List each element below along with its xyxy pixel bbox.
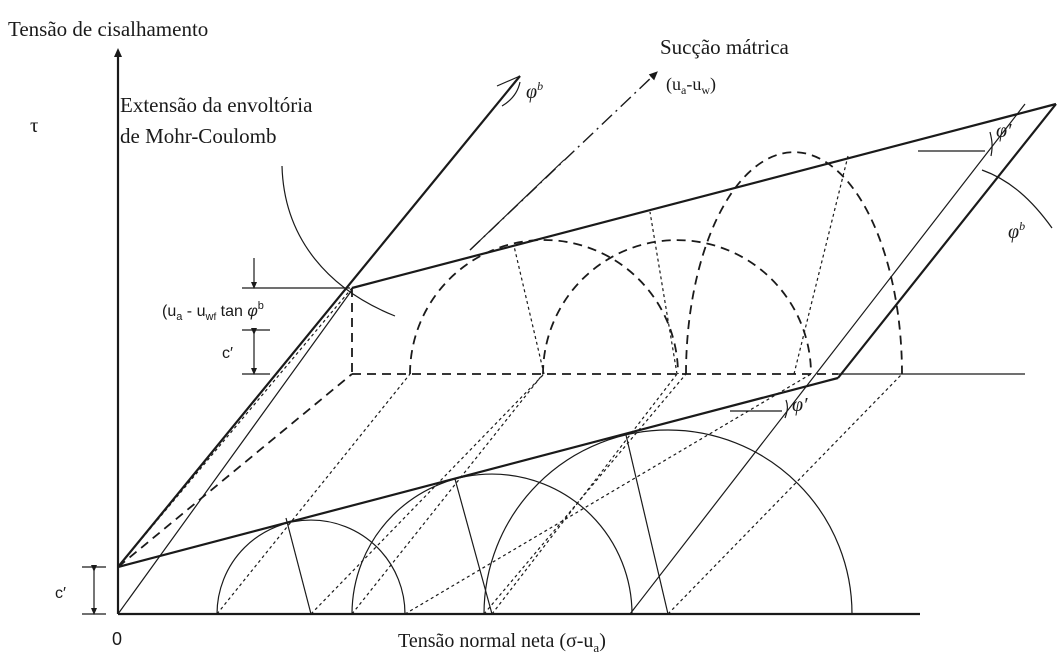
extension-label-line1: Extensão da envoltória (120, 93, 313, 117)
c-prime-lower-label: c′ (55, 585, 66, 602)
lower-mohr-circle-1 (216, 519, 406, 615)
x-axis-title: Tensão normal neta (σ-ua) (398, 630, 606, 655)
matric-suction-title: Sucção mátrica (660, 35, 790, 59)
c-prime-upper-label: c′ (222, 345, 233, 362)
upper-mohr-circle-3 (685, 151, 903, 375)
phi-b-angle-mark-top (496, 75, 521, 107)
dashed-phi-b-projection (117, 373, 353, 568)
matric-suction-axis (469, 71, 658, 251)
projection-3 (667, 373, 903, 615)
upper-radius-2 (649, 211, 678, 375)
phi-b-edge (117, 75, 521, 568)
phi-b-label-right: φb (1008, 219, 1025, 243)
lower-radius-2 (454, 478, 493, 615)
projection-5 (351, 373, 544, 615)
lower-radius-3 (625, 434, 669, 615)
y-axis-title: Tensão de cisalhamento (8, 17, 208, 41)
origin-label: 0 (112, 629, 122, 649)
projection-1 (310, 373, 545, 615)
phi-b-origin-line (117, 289, 353, 615)
matric-suction-expression: (ua-uw) (666, 74, 716, 97)
lower-envelope (117, 376, 839, 569)
suction-intercept-label: (ua - uwf tan φb (162, 300, 264, 323)
phi-prime-label-lower: φ′ (792, 394, 808, 416)
lower-mohr-circle-2 (351, 473, 633, 615)
upper-envelope (351, 102, 1057, 290)
lower-plane-right-edge (837, 103, 1057, 379)
lower-mohr-circle-3 (483, 429, 853, 615)
tau-label: τ (30, 113, 38, 137)
projection-7 (404, 373, 812, 615)
upper-plane-crossing (469, 159, 565, 251)
extension-pointer (281, 165, 396, 317)
phi-b-angle-mark-right (981, 169, 1053, 229)
phi-prime-label-upper: φ′ (996, 120, 1012, 142)
upper-radius-3 (793, 155, 849, 375)
phi-prime-angle-mark-lower (730, 399, 788, 419)
extension-label-line2: de Mohr-Coulomb (120, 124, 277, 148)
upper-mohr-circle-1 (409, 239, 679, 375)
upper-mohr-circle-2 (542, 239, 812, 375)
upper-radius-1 (513, 245, 545, 375)
phi-prime-angle-mark-upper (918, 131, 993, 157)
projection-6 (483, 373, 687, 615)
phi-b-label-top: φb (526, 79, 543, 103)
lower-radius-1 (285, 517, 312, 615)
solid-diagonal (629, 103, 1026, 615)
envelope-projection (117, 287, 353, 568)
